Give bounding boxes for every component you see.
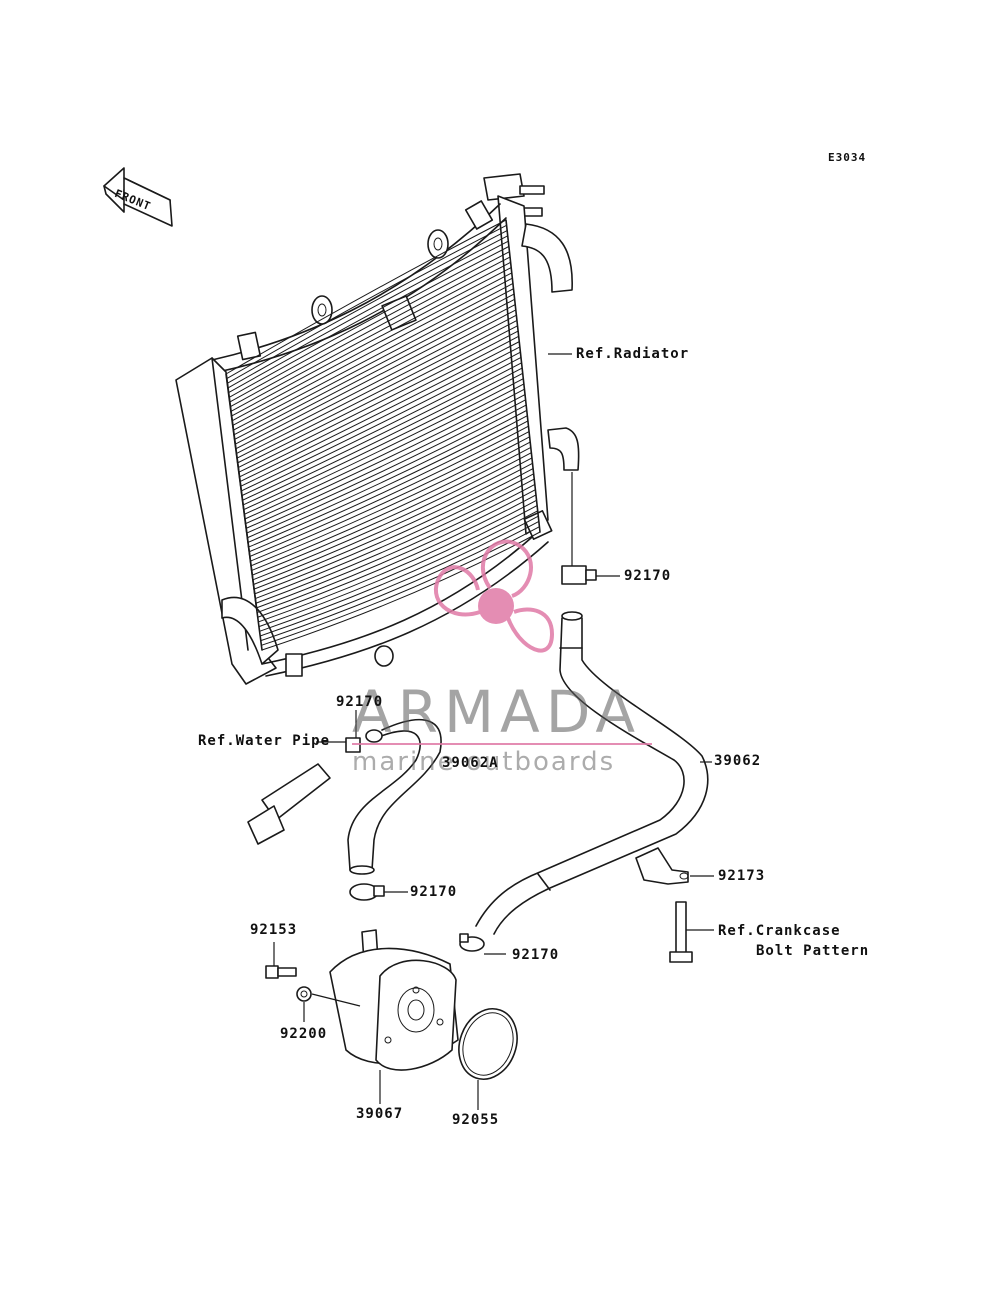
radiator-fin — [238, 330, 519, 473]
radiator-fin — [247, 404, 527, 539]
radiator-fin — [245, 388, 525, 525]
callout-92173: 92173 — [718, 868, 766, 884]
radiator-fin — [231, 272, 512, 422]
radiator-fin — [253, 457, 533, 585]
callout-39062a: 39062A — [442, 755, 499, 771]
radiator-fin — [227, 235, 508, 389]
radiator-fin — [248, 415, 528, 548]
radiator-fin — [242, 367, 523, 506]
radiator-fin — [231, 267, 512, 417]
callout-92153: 92153 — [250, 922, 298, 938]
radiator-fin — [249, 425, 529, 557]
diagram-code: E3034 — [828, 151, 867, 164]
radiator — [175, 173, 580, 685]
radiator-fin — [228, 245, 510, 398]
radiator-fin — [239, 341, 520, 483]
radiator-fin — [226, 230, 508, 384]
callout-92170-left: 92170 — [336, 694, 384, 710]
radiator-fin — [258, 505, 538, 628]
radiator-fin — [234, 293, 515, 440]
callout-ref-crankcase-line1: Ref.Crankcase — [718, 923, 841, 939]
hose-39062a — [347, 718, 442, 875]
radiator-fin — [233, 288, 514, 436]
radiator-fin — [253, 462, 533, 590]
radiator-fin — [258, 499, 537, 623]
radiator-fin — [233, 283, 514, 431]
callout-92170-upper: 92170 — [624, 568, 672, 584]
radiator-fin — [239, 335, 519, 478]
radiator-fin — [232, 277, 513, 426]
radiator-fin — [261, 526, 540, 646]
radiator-fin — [257, 494, 537, 618]
radiator-fin — [230, 261, 511, 412]
radiator-fin — [225, 219, 507, 375]
radiator-fin — [237, 320, 518, 464]
radiator-fin — [254, 468, 534, 595]
watermark-brand: ARMADA — [352, 678, 642, 746]
watermark-propeller-icon — [352, 539, 652, 745]
washer-92200 — [296, 986, 361, 1022]
water-pipe-fitting — [247, 710, 361, 845]
radiator-fin — [241, 351, 521, 492]
radiator-fin — [228, 240, 509, 394]
radiator-fin — [236, 309, 517, 454]
callout-92170-lower: 92170 — [512, 947, 560, 963]
radiator-fin — [236, 314, 517, 459]
radiator-fin — [260, 520, 540, 642]
radiator-fin — [259, 510, 538, 632]
radiator-fin — [255, 473, 534, 600]
radiator-fin — [256, 483, 536, 609]
front-arrow-icon — [103, 167, 173, 227]
radiator-fin — [251, 441, 531, 571]
watermark-tagline: marine outboards — [352, 747, 616, 777]
radiator-fin — [252, 446, 532, 576]
callout-ref-radiator: Ref.Radiator — [576, 346, 690, 362]
callout-ref-crankcase-line2: Bolt Pattern — [756, 943, 870, 959]
radiator-fin — [245, 394, 526, 529]
radiator-fin — [241, 357, 522, 497]
radiator-fin — [240, 346, 521, 487]
radiator-fin — [230, 256, 511, 408]
callout-39062: 39062 — [714, 753, 762, 769]
radiator-fin — [234, 298, 515, 445]
bolt-92153 — [265, 942, 297, 979]
radiator-fin — [235, 304, 516, 450]
radiator-fin — [237, 325, 518, 469]
radiator-fin — [255, 478, 535, 604]
radiator-fin — [248, 420, 529, 553]
callout-92170-mid: 92170 — [410, 884, 458, 900]
radiator-fin — [250, 436, 530, 567]
radiator-fins — [225, 219, 541, 651]
callout-92200: 92200 — [280, 1026, 328, 1042]
radiator-fin — [229, 251, 510, 403]
radiator-fin — [260, 515, 539, 637]
o-ring — [458, 1008, 518, 1110]
radiator-fin — [256, 489, 536, 614]
radiator-fin — [246, 399, 526, 534]
radiator-fin — [243, 372, 523, 511]
hose-clamp-upper — [561, 472, 620, 585]
crankcase-bolt — [669, 901, 714, 963]
bracket-92173 — [635, 847, 714, 885]
radiator-fin — [242, 362, 522, 501]
radiator-fin — [247, 409, 527, 543]
radiator-fin — [226, 224, 507, 380]
callout-92055: 92055 — [452, 1112, 500, 1128]
callout-39067: 39067 — [356, 1106, 404, 1122]
radiator-fin — [244, 383, 525, 520]
hose-39062 — [475, 611, 712, 935]
radiator-fin — [250, 431, 530, 562]
hose-clamp-mid — [349, 883, 408, 901]
hose-clamp-lower — [459, 933, 506, 955]
callout-ref-water-pipe: Ref.Water Pipe — [198, 733, 331, 749]
radiator-fin — [261, 531, 541, 651]
oil-cooler — [329, 929, 459, 1104]
radiator-fin — [252, 452, 532, 581]
radiator-fin — [244, 378, 524, 515]
